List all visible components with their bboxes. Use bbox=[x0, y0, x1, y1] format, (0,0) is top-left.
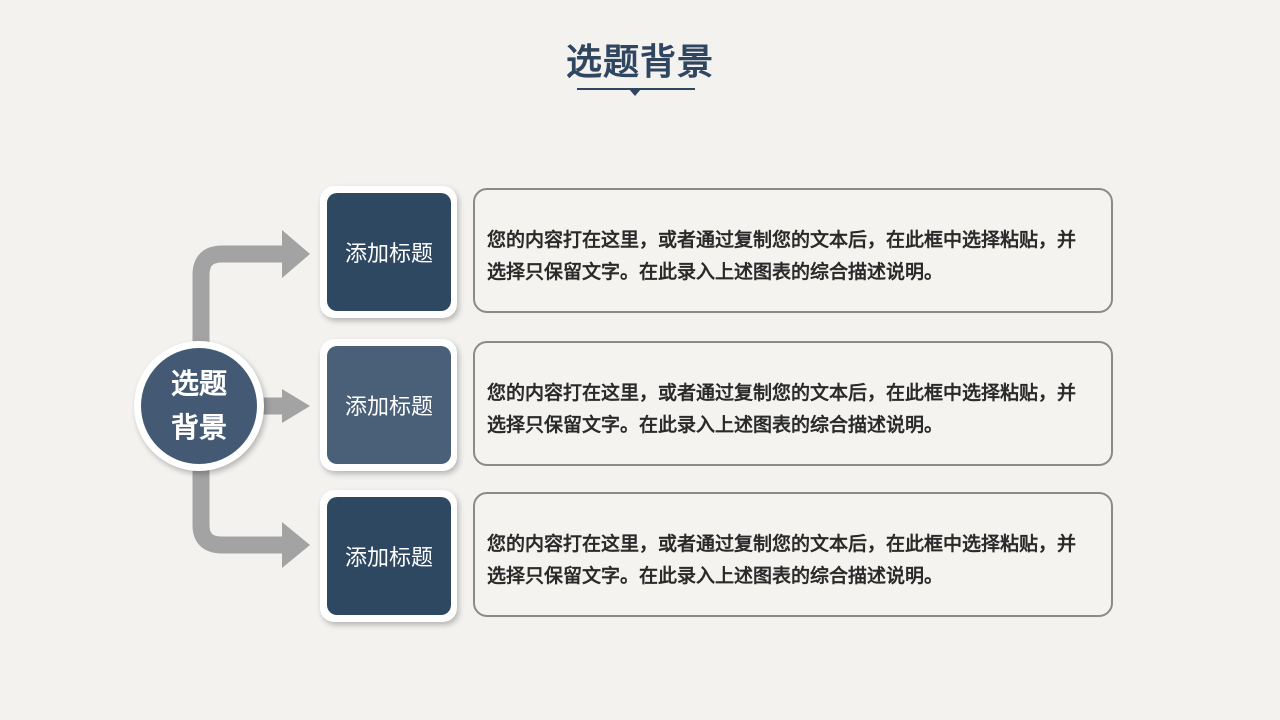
heading-tile-label: 添加标题 bbox=[327, 346, 451, 464]
arrow-top-icon bbox=[192, 245, 285, 345]
text-card-1[interactable]: 您的内容打在这里，或者通过复制您的文本后，在此框中选择粘贴，并选择只保留文字。在… bbox=[473, 188, 1113, 313]
heading-tile-1[interactable]: 添加标题 bbox=[320, 186, 457, 318]
heading-tile-label: 添加标题 bbox=[327, 193, 451, 311]
slide-title: 选题背景 bbox=[565, 42, 714, 83]
hub-line-2: 背景 bbox=[170, 411, 227, 444]
text-card-2[interactable]: 您的内容打在这里，或者通过复制您的文本后，在此框中选择粘贴，并选择只保留文字。在… bbox=[473, 341, 1113, 466]
card-body: 您的内容打在这里，或者通过复制您的文本后，在此框中选择粘贴，并选择只保留文字。在… bbox=[487, 533, 1077, 587]
text-card-3[interactable]: 您的内容打在这里，或者通过复制您的文本后，在此框中选择粘贴，并选择只保留文字。在… bbox=[473, 492, 1113, 617]
heading-tile-3[interactable]: 添加标题 bbox=[320, 490, 457, 622]
hub-label: 选题 背景 bbox=[141, 348, 257, 464]
hub-line-1: 选题 bbox=[170, 367, 227, 400]
title-caret-icon bbox=[629, 89, 641, 96]
card-body: 您的内容打在这里，或者通过复制您的文本后，在此框中选择粘贴，并选择只保留文字。在… bbox=[487, 229, 1077, 283]
card-body: 您的内容打在这里，或者通过复制您的文本后，在此框中选择粘贴，并选择只保留文字。在… bbox=[487, 382, 1077, 436]
arrow-bottom-icon bbox=[192, 468, 285, 554]
heading-tile-2[interactable]: 添加标题 bbox=[320, 339, 457, 471]
heading-tile-label: 添加标题 bbox=[327, 497, 451, 615]
hub-circle: 选题 背景 bbox=[134, 341, 264, 471]
